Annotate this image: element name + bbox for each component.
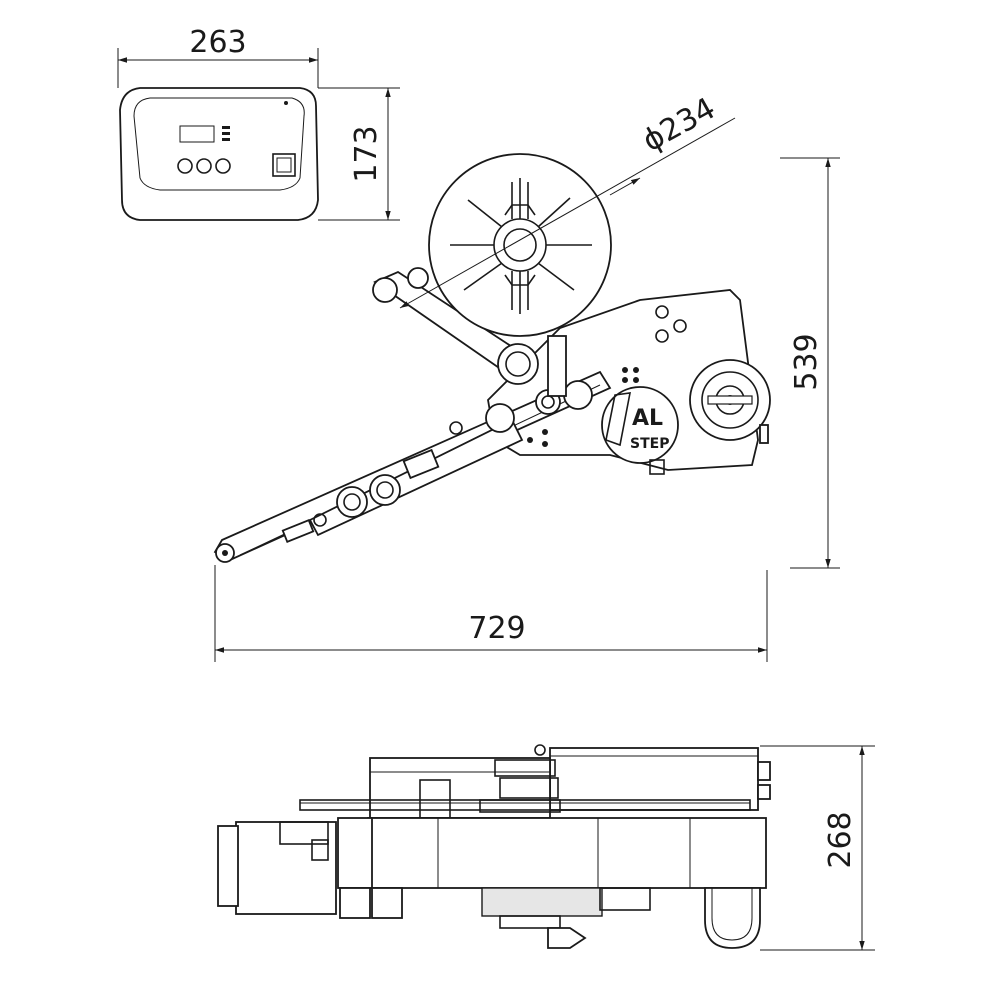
tension-bar: [547, 335, 567, 397]
bolt-cluster: [527, 305, 687, 447]
panel-knob-1: [177, 158, 193, 174]
logo-al: AL: [632, 406, 663, 431]
lower-knob: [313, 513, 327, 527]
dim-label-268: 268: [823, 811, 858, 868]
adjust-knob: [449, 421, 463, 435]
roller-lower-2: [369, 474, 401, 506]
dim-label-263: 263: [189, 25, 246, 60]
mechanism-block: [369, 757, 551, 819]
top-connector-1: [757, 761, 771, 781]
roller-tension: [563, 380, 593, 410]
dim-machine-length: 729: [214, 565, 768, 662]
roller-mid: [485, 403, 515, 433]
dim-panel-width: 263: [117, 25, 319, 88]
side-connector: [759, 424, 769, 444]
roller-guide: [407, 267, 429, 289]
base-body: [367, 817, 767, 889]
base-side-block: [337, 817, 373, 889]
roller-top: [372, 277, 398, 303]
dim-panel-height: 173: [318, 87, 400, 221]
top-rail: [299, 799, 751, 811]
top-connector-2: [757, 784, 771, 800]
inner-arm: [308, 418, 524, 537]
dim-base-height: 268: [760, 745, 875, 951]
roller-main: [497, 343, 539, 385]
dim-label-234: ϕ234: [637, 91, 721, 159]
lower-block-1: [339, 887, 371, 919]
lower-lever: [547, 927, 587, 949]
display-screen: [179, 125, 215, 143]
lower-block-2: [371, 887, 403, 919]
clamp-block: [281, 519, 315, 543]
panel-knob-2: [196, 158, 212, 174]
right-roller: [704, 887, 761, 949]
sensor-bracket: [402, 448, 440, 480]
power-switch: [272, 153, 296, 177]
left-cap: [217, 825, 239, 907]
logo-step: STEP: [630, 436, 669, 452]
dim-label-173: 173: [349, 125, 384, 182]
left-housing: [235, 821, 337, 915]
top-view: [217, 744, 771, 949]
dim-machine-height: 539: [780, 157, 840, 569]
motor-cover: AL STEP: [601, 386, 679, 475]
dim-label-729: 729: [468, 611, 525, 646]
dim-label-539: 539: [789, 333, 824, 390]
side-view: ϕ234: [213, 91, 771, 563]
roller-lower-1: [336, 486, 368, 518]
label-roll: [428, 153, 612, 337]
lower-motor: [481, 887, 603, 917]
indicator-leds: [222, 126, 230, 141]
panel-knob-3: [215, 158, 231, 174]
rewind-hub: [689, 359, 771, 441]
control-panel: [119, 87, 319, 221]
